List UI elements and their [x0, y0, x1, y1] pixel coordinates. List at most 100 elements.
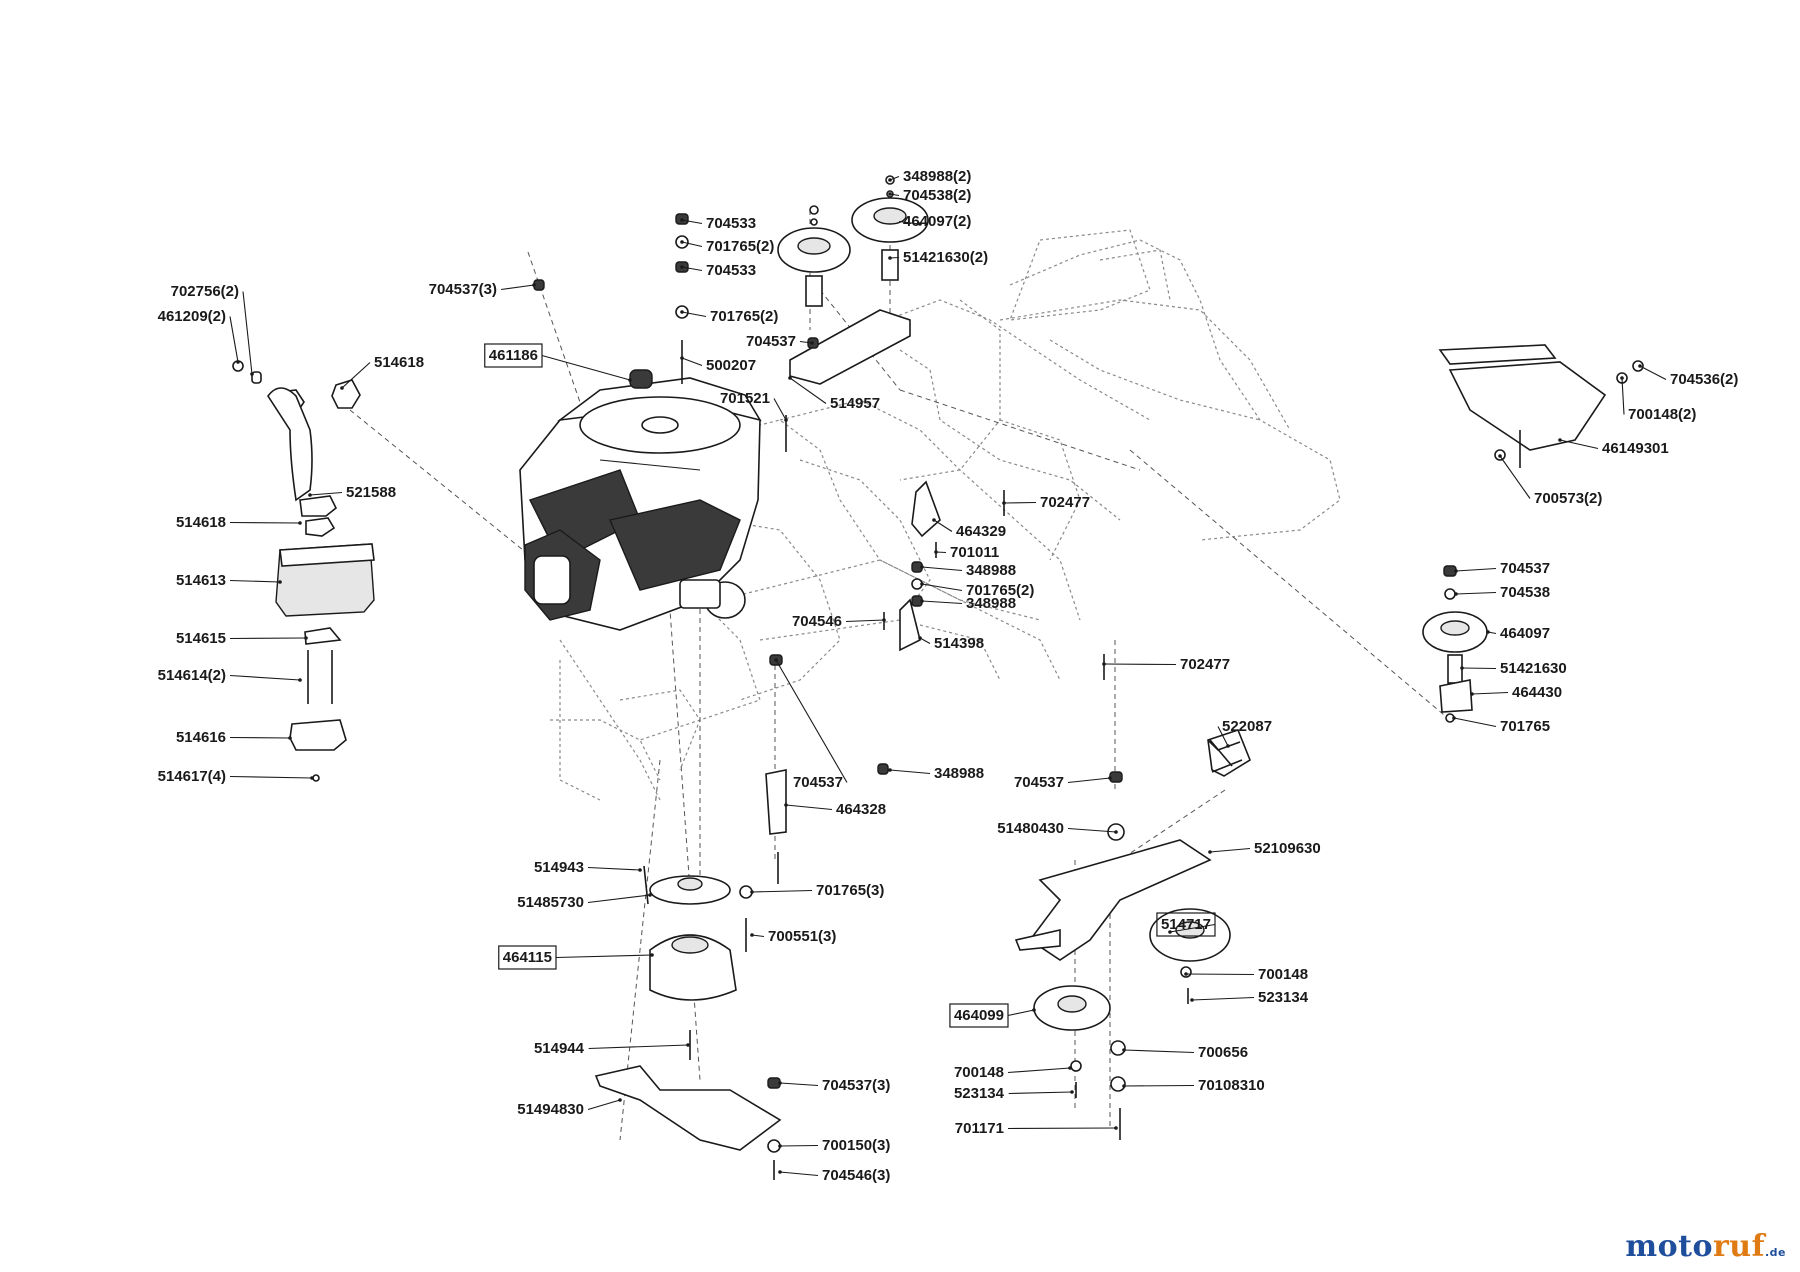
lower-right-idler-parts	[1014, 729, 1251, 1140]
part-number-text: 464097	[1500, 625, 1550, 642]
part-number-text: 51421630(2)	[903, 249, 988, 266]
part-label: 52109630	[1208, 840, 1321, 857]
leader-line	[1123, 1084, 1195, 1087]
part-label: 348988(2)	[888, 168, 971, 185]
part-number-text: 701011	[950, 544, 999, 561]
part-number-text: 700551(3)	[768, 928, 836, 945]
part-label: 348988	[920, 562, 1016, 579]
leader-line	[1169, 923, 1216, 933]
leader-endpoint	[278, 580, 282, 584]
leader-endpoint	[920, 582, 924, 586]
part-number-text: 704536(2)	[1670, 371, 1738, 388]
part-label: 700148	[954, 1064, 1072, 1081]
part-number-text: 514618	[374, 354, 424, 371]
leader-line	[845, 619, 885, 623]
part-number-text: 704537(3)	[822, 1077, 890, 1094]
leader-line	[681, 266, 703, 272]
part-number-text: 700656	[1198, 1044, 1248, 1061]
part-number-text: 348988	[934, 765, 984, 782]
part-number-text: 464430	[1512, 684, 1562, 701]
leader-line	[785, 804, 833, 811]
leader-line	[229, 637, 307, 640]
leader-endpoint	[888, 178, 892, 182]
part-label-box	[498, 945, 557, 970]
leader-line	[779, 1082, 819, 1087]
part-number-text: 52109630	[1254, 840, 1321, 857]
part-label: 464097(2)	[898, 213, 971, 230]
part-number-text: 514614(2)	[158, 667, 226, 684]
part-label: 46149301	[1558, 438, 1669, 457]
leader-endpoint	[1454, 592, 1458, 596]
part-number-text: 701765(3)	[816, 882, 884, 899]
part-label: 701521	[720, 390, 788, 422]
leader-line	[587, 866, 641, 871]
part-number-text: 704546(3)	[822, 1167, 890, 1184]
part-label: 521588	[308, 484, 396, 501]
leader-endpoint	[1068, 1066, 1072, 1070]
exhaust-parts	[232, 360, 375, 782]
leader-line	[1455, 567, 1497, 572]
leader-line	[341, 362, 371, 389]
part-number-text: 514398	[934, 635, 984, 652]
part-number-text: 702477	[1180, 656, 1230, 673]
part-number-text: 51485730	[517, 894, 584, 911]
part-label: 700551(3)	[750, 928, 836, 945]
part-number-text: 704537	[746, 333, 796, 350]
part-label: 522087	[1217, 718, 1272, 748]
part-number-text: 514613	[176, 572, 226, 589]
leader-endpoint	[1498, 454, 1502, 458]
brand-part2: ruf	[1712, 1229, 1765, 1264]
part-number-text: 464097(2)	[903, 213, 971, 230]
leader-line	[1209, 847, 1251, 853]
leader-line	[1499, 455, 1531, 499]
part-label: 702756(2)	[171, 283, 254, 376]
part-number-text: 700148	[954, 1064, 1004, 1081]
part-label: 704533	[680, 262, 756, 279]
part-label: 704537	[1454, 560, 1550, 577]
brand-part1: moto	[1625, 1229, 1713, 1264]
leader-line	[309, 491, 343, 496]
part-label: 701765(2)	[680, 238, 774, 255]
part-number-text: 704538(2)	[903, 187, 971, 204]
leader-line	[921, 600, 963, 605]
leader-endpoint	[778, 1081, 782, 1085]
leader-endpoint	[1638, 364, 1642, 368]
part-label: 704533	[680, 215, 756, 232]
leader-line	[773, 398, 787, 421]
part-label: 464328	[784, 801, 886, 818]
leader-endpoint	[532, 283, 536, 287]
leader-line	[775, 659, 848, 783]
part-label: 704537(3)	[778, 1077, 890, 1094]
part-number-text: 704537	[793, 774, 843, 791]
part-label: 704537	[1014, 774, 1112, 791]
leader-line	[541, 354, 631, 381]
engine-assembly	[519, 369, 762, 631]
leader-line	[1007, 1127, 1117, 1130]
part-label: 702477	[1002, 494, 1090, 511]
leader-line	[1461, 667, 1497, 670]
leader-endpoint	[250, 372, 254, 376]
leader-endpoint	[1122, 1084, 1126, 1088]
leader-line	[1621, 377, 1625, 415]
part-number-text: 500207	[706, 357, 756, 374]
part-label: 523134	[954, 1085, 1074, 1102]
part-number-text: 514618	[176, 514, 226, 531]
leader-endpoint	[788, 376, 792, 380]
part-label: 461186	[484, 343, 632, 382]
part-number-text: 701171	[955, 1120, 1004, 1137]
part-number-text: 701765(2)	[966, 582, 1034, 599]
part-number-text: 702756(2)	[171, 283, 239, 300]
leader-endpoint	[340, 386, 344, 390]
leader-line	[1007, 1067, 1071, 1074]
part-number-text: 701765(2)	[706, 238, 774, 255]
leader-endpoint	[1226, 744, 1230, 748]
leader-line	[1103, 663, 1177, 666]
part-label: 700573(2)	[1498, 454, 1602, 507]
leader-endpoint	[920, 599, 924, 603]
part-label: 704538(2)	[888, 187, 971, 204]
part-labels: 348988(2) 704538(2) 464097(2) 51421630(2) 70…	[158, 168, 1739, 1184]
leader-endpoint	[680, 218, 684, 222]
part-number-text: 704546	[792, 613, 842, 630]
leader-endpoint	[1108, 776, 1112, 780]
leader-line	[587, 894, 651, 904]
